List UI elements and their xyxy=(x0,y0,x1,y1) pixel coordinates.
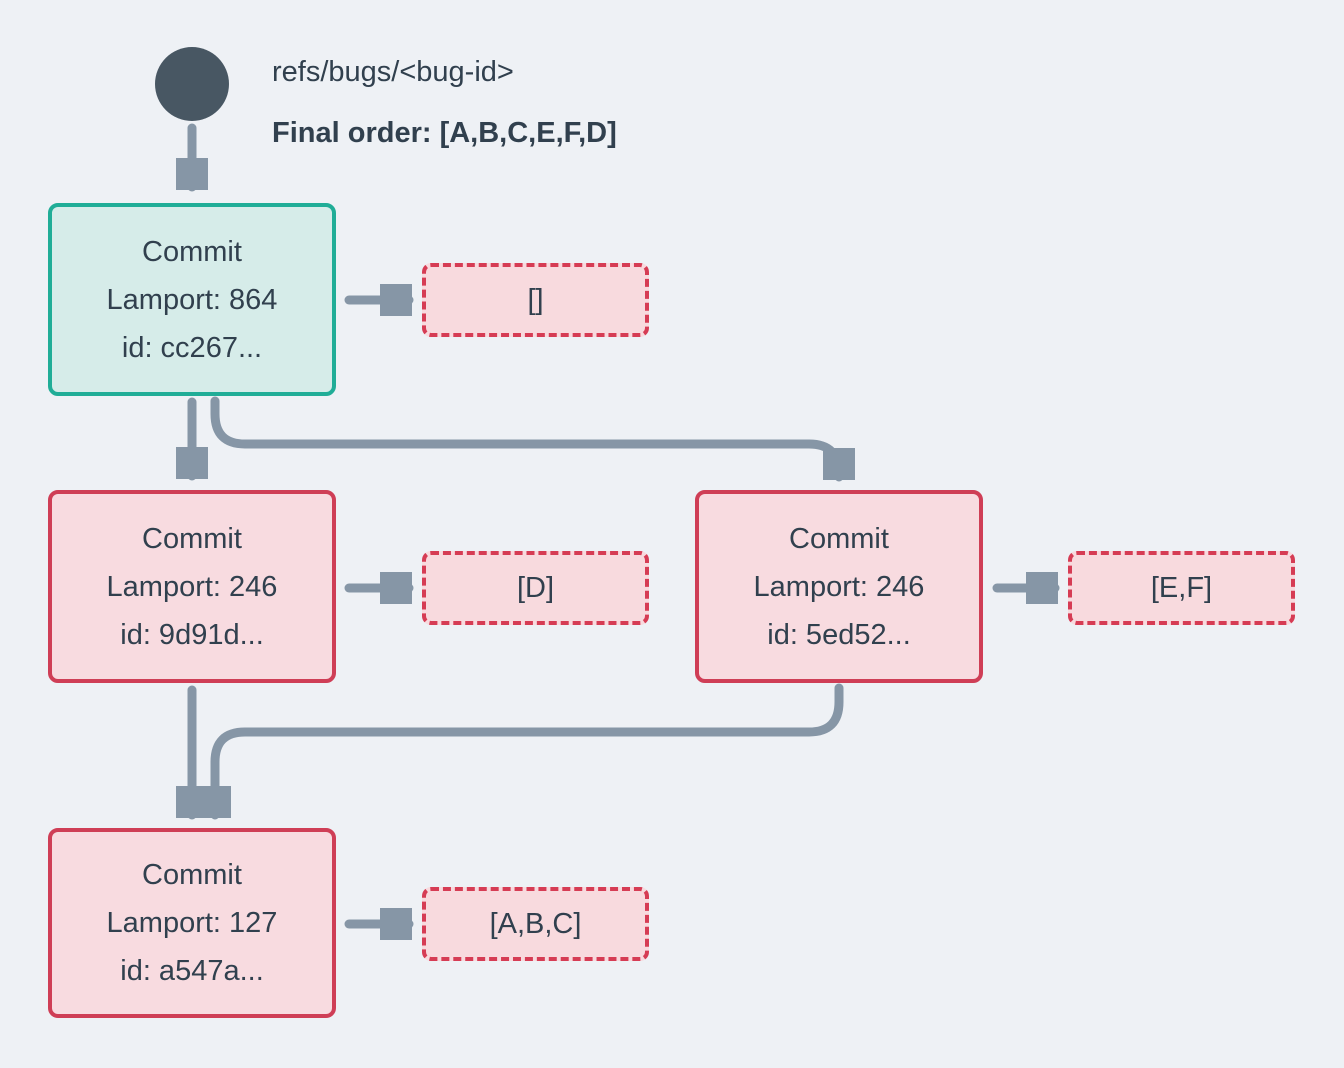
commit-title: Commit xyxy=(142,522,242,555)
operations-box-right: [E,F] xyxy=(1068,551,1295,625)
commit-lamport: Lamport: 246 xyxy=(106,570,278,603)
arrow-head-to-right xyxy=(210,396,839,482)
operations-label: [A,B,C] xyxy=(489,907,582,940)
commit-lamport: Lamport: 127 xyxy=(106,907,278,939)
commit-node-bottom: Commit Lamport: 127 id: a547a... xyxy=(48,828,336,1018)
arrow-right-to-bottom xyxy=(215,683,844,820)
commit-id: id: a547a... xyxy=(120,955,264,987)
commit-title: Commit xyxy=(142,859,242,891)
commit-lamport: Lamport: 864 xyxy=(106,283,278,316)
commit-title: Commit xyxy=(789,522,889,555)
commit-title: Commit xyxy=(142,235,242,268)
commit-node-head: Commit Lamport: 864 id: cc267... xyxy=(48,203,336,396)
commit-id: id: cc267... xyxy=(121,331,263,364)
commit-node-left: Commit Lamport: 246 id: 9d91d... xyxy=(48,490,336,683)
ref-name-label: refs/bugs/<bug-id> xyxy=(272,56,514,88)
operations-box-left: [D] xyxy=(422,551,649,625)
commit-id: id: 5ed52... xyxy=(767,618,911,651)
operations-box-bottom: [A,B,C] xyxy=(422,887,649,961)
final-order-label: Final order: [A,B,C,E,F,D] xyxy=(272,117,617,149)
operations-label: [] xyxy=(527,283,544,316)
operations-box-head: [] xyxy=(422,263,649,337)
ref-head-dot xyxy=(155,47,229,121)
operations-label: [D] xyxy=(516,571,555,604)
commit-id: id: 9d91d... xyxy=(120,618,264,651)
commit-node-right: Commit Lamport: 246 id: 5ed52... xyxy=(695,490,983,683)
operations-label: [E,F] xyxy=(1150,571,1213,604)
commit-lamport: Lamport: 246 xyxy=(753,570,925,603)
